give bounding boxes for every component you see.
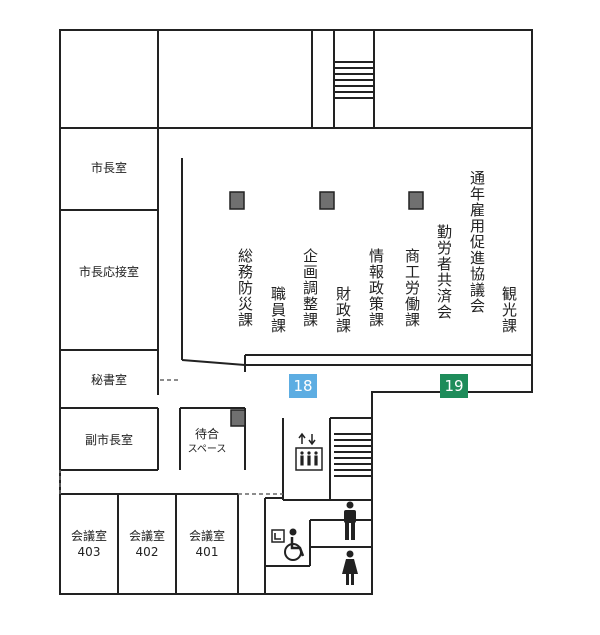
room-secretary: 秘書室 [90, 373, 127, 387]
women-toilet-icon [342, 550, 358, 585]
pillar-icon [408, 191, 424, 210]
waiting-space: 待合スペース [187, 427, 227, 455]
dept-kanko: 観光課 [500, 286, 518, 334]
dept-shoko-rodo: 商工労働課 [403, 248, 421, 328]
outer-wall [59, 29, 533, 595]
dept-shokuin: 職員課 [269, 286, 287, 334]
room-vice-mayor: 副市長室 [84, 433, 133, 447]
elevator-icon [295, 432, 323, 471]
stairs-icon-top [334, 61, 374, 99]
dept-somu-bosai: 総務防災課 [236, 248, 254, 328]
dept-zaisei: 財政課 [334, 286, 352, 334]
room-mayor: 市長室 [90, 161, 127, 175]
pillar-icon [319, 191, 335, 210]
dept-tsunen-koyo: 通年雇用促進協議会 [468, 170, 486, 314]
counter-18-badge: 18 [289, 374, 317, 398]
pillar-icon [230, 409, 246, 427]
men-toilet-icon [344, 501, 356, 540]
counter-19-badge: 19 [440, 374, 468, 398]
dept-joho-seisaku: 情報政策課 [367, 248, 385, 328]
room-reception: 市長応接室 [78, 265, 139, 279]
dept-kikaku-chosei: 企画調整課 [301, 248, 319, 328]
accessible-toilet-icon [271, 528, 305, 561]
dept-kinrosha-kyosaikai: 勤労者共済会 [435, 224, 453, 320]
pillar-icon [229, 191, 245, 210]
stairs-icon-right [334, 433, 372, 477]
